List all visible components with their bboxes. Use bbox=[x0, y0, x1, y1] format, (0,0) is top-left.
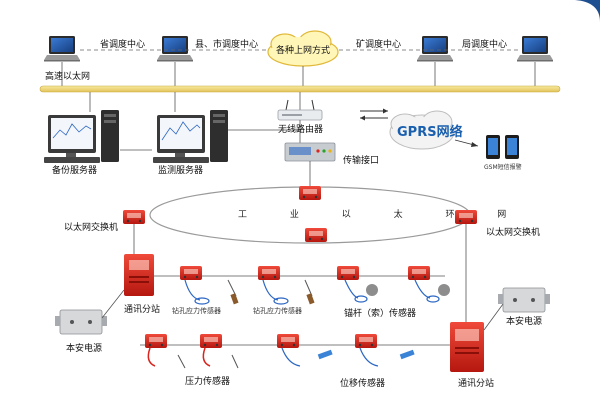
laptop-icon bbox=[44, 36, 80, 62]
power-supply-left-icon bbox=[55, 309, 107, 335]
gprs-cloud-icon bbox=[389, 110, 455, 150]
label-power-right: 本安电源 bbox=[506, 317, 543, 327]
label-highway-ethernet: 高速以太网 bbox=[45, 72, 91, 82]
label-drill-sensor-1: 钻孔应力传感器 bbox=[172, 307, 221, 315]
wireless-router-icon bbox=[277, 99, 323, 121]
substation-left-icon bbox=[124, 254, 154, 296]
label-backup-server: 备份服务器 bbox=[52, 166, 98, 176]
label-substation-bottom: 通讯分站 bbox=[458, 379, 495, 389]
label-bureau: 局调度中心 bbox=[462, 40, 508, 50]
label-displacement-sensor: 位移传感器 bbox=[340, 379, 386, 389]
backup-server-icon bbox=[44, 110, 119, 163]
ethernet-bus bbox=[39, 85, 561, 93]
label-monitor-server: 监测服务器 bbox=[158, 166, 204, 176]
displacement-sensor-icon bbox=[277, 334, 299, 348]
anchor-sensor-icon bbox=[337, 266, 359, 280]
transmission-interface-icon bbox=[284, 142, 336, 162]
phone-icon bbox=[486, 135, 500, 159]
label-substation-top: 通讯分站 bbox=[124, 305, 161, 315]
label-gprs: GPRS网络 bbox=[397, 125, 463, 140]
label-mine: 矿调度中心 bbox=[356, 40, 402, 50]
label-anchor-sensor: 锚杆（索）传感器 bbox=[344, 309, 417, 319]
laptop-icon bbox=[157, 36, 193, 62]
anchor-probe-icon bbox=[414, 279, 450, 303]
label-transmission: 传输接口 bbox=[343, 156, 380, 166]
anchor-probe-icon bbox=[344, 279, 378, 303]
ring-switch-icon bbox=[305, 228, 327, 242]
corner-decoration bbox=[575, 0, 600, 22]
pressure-sensor-icon bbox=[200, 334, 222, 348]
ring-switch-icon bbox=[299, 186, 321, 200]
phone-icon bbox=[505, 135, 519, 159]
label-drill-sensor-2: 钻孔应力传感器 bbox=[253, 307, 302, 315]
drill-stress-sensor-icon bbox=[258, 266, 280, 280]
label-gsm-alarm: GSM短信报警 bbox=[484, 164, 522, 171]
cloud-icon bbox=[267, 30, 339, 67]
switch-left-icon bbox=[123, 210, 145, 224]
displacement-sensor-icon bbox=[355, 334, 377, 348]
sensor-probe-icon bbox=[184, 279, 239, 305]
drill-stress-sensor-icon bbox=[180, 266, 202, 280]
monitor-server-icon bbox=[153, 110, 228, 163]
label-ring: 工 业 以 太 环 网 bbox=[238, 210, 527, 220]
sensor-probe-icon bbox=[262, 279, 315, 305]
label-cloud: 各种上网方式 bbox=[276, 46, 331, 56]
label-county-city: 县、市调度中心 bbox=[195, 40, 259, 50]
laptop-icon bbox=[517, 36, 553, 62]
anchor-sensor-icon bbox=[408, 266, 430, 280]
label-provincial: 省调度中心 bbox=[100, 40, 146, 50]
label-switch-right: 以太网交换机 bbox=[486, 228, 541, 238]
substation-right-icon bbox=[450, 322, 484, 372]
label-switch-left: 以太网交换机 bbox=[64, 223, 119, 233]
pressure-sensor-icon bbox=[145, 334, 167, 348]
power-supply-right-icon bbox=[498, 287, 550, 313]
label-pressure-sensor: 压力传感器 bbox=[185, 377, 231, 387]
laptop-icon bbox=[417, 36, 453, 62]
label-router: 无线路由器 bbox=[278, 125, 324, 135]
label-power-left: 本安电源 bbox=[66, 344, 103, 354]
